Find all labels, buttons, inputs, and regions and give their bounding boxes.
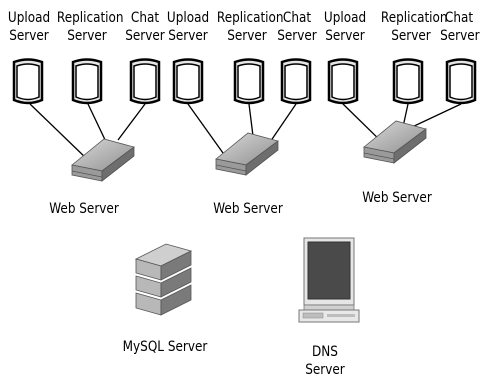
server-label-line2: Server	[440, 28, 480, 44]
server-label-line1: Upload	[323, 10, 367, 26]
connector-line	[29, 103, 89, 161]
chat-server-label: Chat Server	[125, 9, 165, 45]
connection-lines	[29, 103, 462, 161]
web-server-label: Web Server	[49, 201, 119, 217]
web-server-label: Web Server	[362, 190, 432, 206]
dns-label-line2: Server	[305, 362, 345, 378]
server-label-line2: Server	[168, 28, 208, 44]
server-icon	[392, 58, 424, 105]
server-icon	[172, 58, 204, 105]
server-label-line2: Server	[9, 28, 49, 44]
server-icon	[327, 58, 359, 105]
dns-label-line1: DNS	[312, 344, 338, 360]
connector-line	[117, 103, 146, 141]
server-label-line1: Replication	[216, 10, 284, 26]
dns-server-label: DNS Server	[295, 343, 355, 379]
server-label-line2: Server	[391, 28, 431, 44]
server-label-line1: Upload	[166, 10, 210, 26]
connector-line	[409, 103, 462, 129]
web-server-label: Web Server	[213, 201, 283, 217]
server-icon	[280, 58, 312, 105]
upload-server-label: Upload Server	[165, 9, 211, 45]
server-label-line1: Upload	[7, 10, 51, 26]
server-label-line2: Server	[125, 28, 165, 44]
server-label-line2: Server	[227, 28, 267, 44]
server-label-line1: Chat	[130, 10, 160, 26]
server-icon	[71, 58, 103, 105]
replication-server-label: Replication Server	[380, 9, 448, 45]
web-server-icon	[71, 138, 135, 182]
server-label-line1: Replication	[380, 10, 448, 26]
server-icon	[129, 58, 161, 105]
server-label-line2: Server	[277, 28, 317, 44]
server-label-line2: Server	[325, 28, 365, 44]
replication-server-label: Replication Server	[216, 9, 284, 45]
server-icon	[445, 58, 477, 105]
server-label-line2: Server	[67, 28, 107, 44]
dns-computer-icon	[298, 237, 360, 323]
server-icon	[233, 58, 265, 105]
replication-server-label: Replication Server	[56, 9, 124, 45]
server-label-line1: Chat	[282, 10, 312, 26]
web-server-icon	[215, 132, 279, 176]
web-server-icon	[363, 120, 427, 164]
database-icon	[134, 243, 193, 316]
chat-server-label: Chat Server	[277, 9, 317, 45]
upload-server-label: Upload Server	[322, 9, 368, 45]
server-label-line1: Chat	[444, 10, 474, 26]
chat-server-label: Chat Server	[440, 9, 480, 45]
server-label-line1: Replication	[56, 10, 124, 26]
connector-line	[187, 103, 229, 161]
upload-server-label: Upload Server	[6, 9, 52, 45]
mysql-server-label: MySQL Server	[122, 339, 208, 355]
server-icon	[12, 58, 44, 105]
